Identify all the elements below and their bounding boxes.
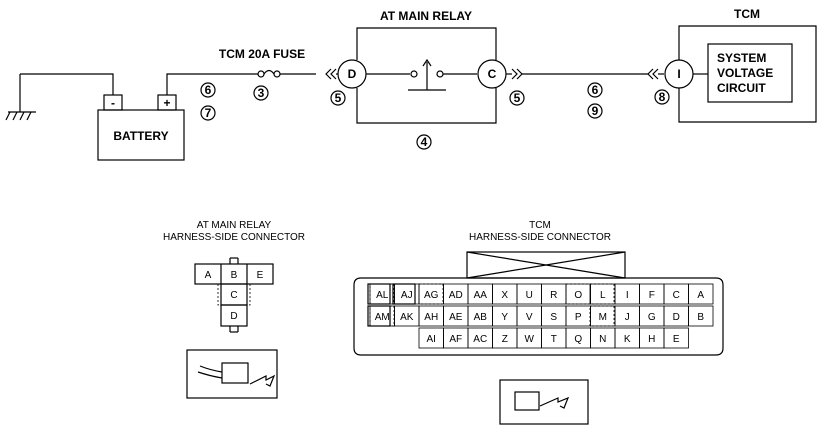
relay-outline (356, 27, 497, 60)
tcm-pin-label: K (624, 334, 631, 345)
tcm-outline (678, 25, 817, 123)
callout-7: 7 (205, 106, 212, 120)
tcm-pin-label: AM (375, 312, 390, 323)
ground-icon (5, 74, 36, 121)
relay-term-c-label: C (488, 67, 497, 81)
tcm-pin-cell (688, 283, 714, 305)
tcm-pin-label: AL (376, 290, 389, 301)
fuse-label: TCM 20A FUSE (219, 47, 305, 61)
callout-8: 8 (659, 90, 666, 104)
tcm-pin-label: AG (424, 290, 439, 301)
tcm-pin-label: P (575, 312, 582, 323)
tcm-pin-label: J (625, 312, 630, 323)
tcm-pin-label: A (697, 290, 704, 301)
callout-6a: 6 (205, 83, 212, 97)
tcm-pin-label: AI (427, 334, 436, 345)
callout-3: 3 (258, 86, 265, 100)
callout-5a: 5 (335, 91, 342, 105)
tcm-pin-label: M (599, 312, 607, 323)
tcm-pin-label: R (550, 290, 557, 301)
relay-connector-title-2: HARNESS-SIDE CONNECTOR (163, 232, 305, 243)
tcm-pin-label: X (501, 290, 508, 301)
relay-pin-b: B (231, 270, 238, 281)
system-voltage-circuit-box (707, 43, 793, 103)
tcm-pin-label: AD (449, 290, 463, 301)
battery-pos-sign: + (163, 96, 170, 110)
tcm-pin-label: AH (424, 312, 438, 323)
relay-pin-c: C (230, 290, 237, 301)
tcm-pin-label: N (599, 334, 606, 345)
circuit-line-3: CIRCUIT (717, 81, 766, 95)
tcm-pin-label: I (626, 290, 629, 301)
relay-switch-icon (408, 58, 446, 91)
tcm-pin-label: V (526, 312, 533, 323)
tcm-pin-label: W (525, 334, 535, 345)
tcm-pin-label: L (600, 290, 606, 301)
relay-term-d-label: D (348, 67, 357, 81)
circuit-line-2: VOLTAGE (717, 66, 773, 80)
tcm-pin-label: E (673, 334, 680, 345)
tcm-pin-label: C (673, 290, 680, 301)
callout-9: 9 (592, 104, 599, 118)
relay-title: AT MAIN RELAY (380, 9, 472, 23)
callout-6b: 6 (592, 83, 599, 97)
tcm-pin-cell (688, 305, 714, 327)
tcm-pin-label: AF (449, 334, 462, 345)
tcm-connector-title-2: HARNESS-SIDE CONNECTOR (469, 232, 611, 243)
tcm-pin-label: AA (474, 290, 488, 301)
tcm-pin-label: D (673, 312, 680, 323)
battery-box (97, 109, 185, 161)
tcm-pin-label: S (550, 312, 557, 323)
fuse-icon (257, 69, 281, 78)
relay-pin-e: E (257, 270, 264, 281)
tcm-pin-label: B (697, 312, 704, 323)
tcm-pin-label: AC (473, 334, 487, 345)
battery-pos-terminal (157, 94, 177, 111)
tcm-connector-title-1: TCM (529, 220, 551, 231)
tcm-pin-label: Q (574, 334, 582, 345)
tcm-pin-label: H (648, 334, 655, 345)
battery-neg-terminal (103, 94, 123, 111)
connector-view-arrow-icon (197, 362, 276, 387)
tcm-pin-label: AJ (401, 290, 413, 301)
callout-5b: 5 (514, 91, 521, 105)
tcm-pin-grid: AL AJ AG AD AA X U R O L I F C A AM AK AH AE AB Y V S P M J G D B AI… (369, 283, 714, 349)
tcm-pin-label: O (574, 290, 582, 301)
relay-connector-title-1: AT MAIN RELAY (197, 220, 272, 231)
tcm-title: TCM (734, 7, 760, 21)
tcm-pin-cell (663, 327, 689, 349)
relay-pin-d: D (230, 311, 237, 322)
tcm-pin-label: U (526, 290, 533, 301)
tcm-pin-label: AB (474, 312, 488, 323)
tcm-pin-label: AE (449, 312, 463, 323)
callout-4: 4 (421, 135, 428, 149)
tcm-pin-label: Y (501, 312, 508, 323)
circuit-line-1: SYSTEM (717, 51, 766, 65)
tcm-pin-label: T (551, 334, 557, 345)
tcm-pin-label: Z (502, 334, 508, 345)
battery-neg-sign: - (111, 96, 115, 110)
relay-pin-a: A (205, 270, 212, 281)
tcm-pin-label: G (648, 312, 656, 323)
battery-label: BATTERY (113, 129, 168, 143)
tcm-pin-label: AK (400, 312, 414, 323)
tcm-term-label: I (677, 67, 680, 81)
tcm-pin-label: F (649, 290, 655, 301)
